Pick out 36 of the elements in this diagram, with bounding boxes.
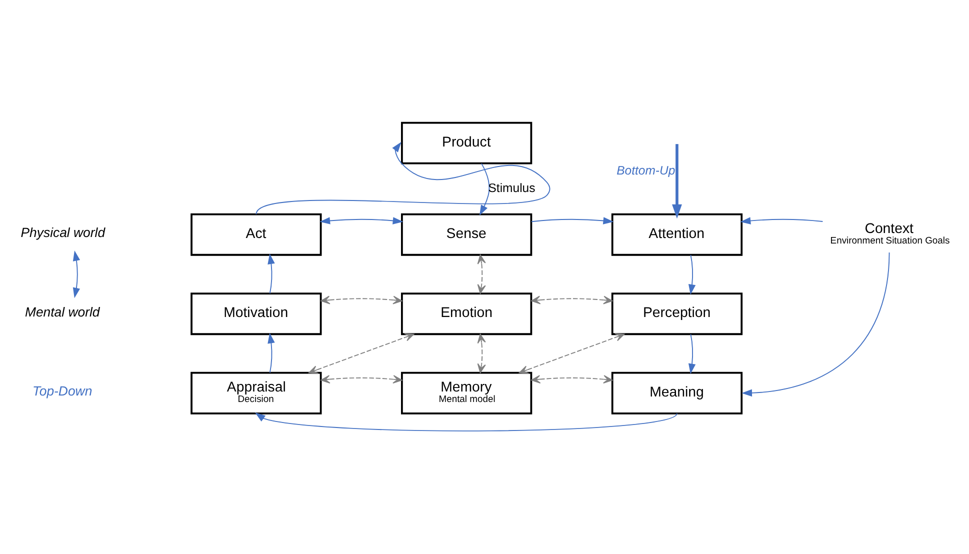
arrow — [256, 142, 550, 215]
node-box: Emotion — [401, 292, 532, 336]
node-box: Memory Mental model — [401, 372, 532, 414]
arrow — [320, 296, 402, 304]
edge-label: Bottom-Up — [616, 164, 676, 178]
arrow — [320, 217, 404, 224]
arrow — [477, 254, 486, 294]
arrow — [255, 412, 678, 432]
arrow — [531, 296, 613, 304]
arrow — [72, 250, 80, 298]
arrow — [320, 375, 402, 384]
arrow — [688, 254, 696, 295]
node-text: Context Environment Situation Goals — [830, 220, 950, 246]
arrow — [672, 144, 682, 219]
node-box: Act — [190, 213, 322, 256]
arrow — [742, 252, 890, 397]
node-box: Perception — [611, 292, 743, 336]
arrow — [531, 375, 613, 384]
arrow — [688, 334, 696, 374]
arrow — [477, 334, 486, 374]
arrow — [740, 217, 824, 224]
arrow — [518, 333, 625, 374]
arrow — [308, 333, 414, 374]
arrow — [479, 163, 490, 216]
node-box: Meaning — [611, 372, 743, 414]
node-box: Product — [401, 122, 532, 164]
arrow — [268, 332, 275, 374]
arrow — [268, 254, 275, 294]
node-box: Motivation — [190, 292, 322, 336]
arrow — [531, 217, 614, 224]
label: Top-Down — [32, 384, 92, 399]
node-text: Mental world — [24, 304, 100, 320]
node-box: Attention — [611, 213, 743, 256]
node-text: Physical world — [20, 225, 106, 240]
node-box: Appraisal Decision — [190, 372, 322, 414]
node-box: Sense — [401, 213, 532, 256]
